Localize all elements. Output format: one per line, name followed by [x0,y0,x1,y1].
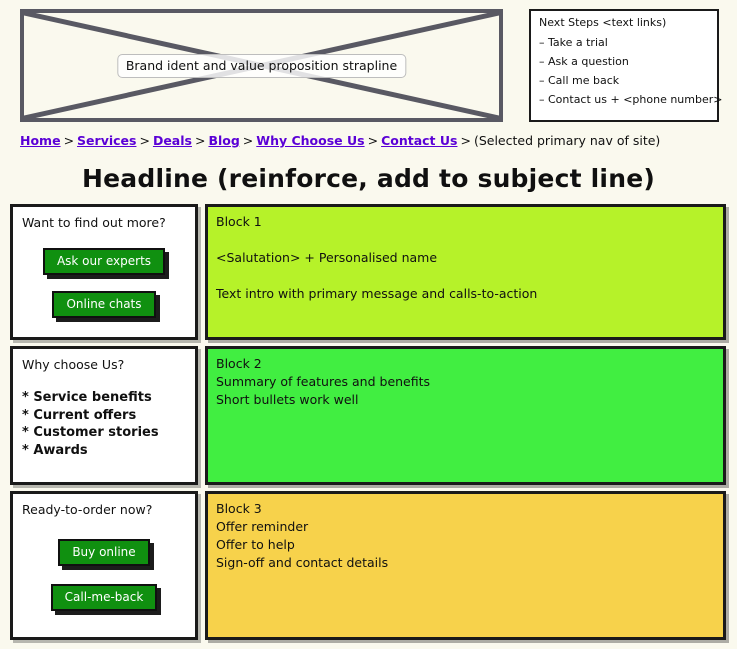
block-text: Summary of features and benefits [216,374,431,390]
block-text: Sign-off and contact details [216,555,389,571]
nav-separator: > [367,133,379,148]
brand-identity-placeholder-box: Brand ident and value proposition strapl… [20,9,503,122]
block-text: Text intro with primary message and call… [216,286,538,302]
ask-our-experts-button[interactable]: Ask our experts [42,248,166,275]
content-block-1: Block 1 <Salutation> + Personalised name… [205,204,726,340]
next-steps-title: Next Steps <text links) [539,16,667,29]
block-label: Block 2 [216,356,262,371]
left-panel-ready-to-order: Ready-to-order now? Buy online Call-me-b… [10,491,198,640]
left-panel-find-out-more: Want to find out more? Ask our experts O… [10,204,198,340]
header-region: Brand ident and value proposition strapl… [0,0,737,128]
call-me-back-button[interactable]: Call-me-back [50,584,158,611]
page-headline: Headline (reinforce, add to subject line… [82,164,655,193]
block-text: Short bullets work well [216,392,359,408]
brand-strapline: Brand ident and value proposition strapl… [116,53,407,78]
nav-link-home[interactable]: Home [20,133,61,148]
next-steps-item[interactable]: – Call me back [539,74,620,88]
next-steps-item[interactable]: – Ask a question [539,55,629,69]
nav-separator: > [460,133,471,148]
list-item: * Service benefits [22,390,152,405]
online-chats-button[interactable]: Online chats [52,291,156,318]
nav-separator: > [63,133,75,148]
list-item: * Customer stories [22,425,159,441]
nav-separator: > [139,133,150,148]
panel-title: Ready-to-order now? [22,502,153,517]
list-item: * Current offers [22,407,137,423]
benefits-list: * Service benefits * Current offers * Cu… [13,389,195,460]
nav-separator: > [194,133,206,148]
block-label: Block 3 [216,501,262,516]
primary-navigation: Home>Services>Deals>Blog>Why Choose Us>C… [20,131,720,151]
nav-link-blog[interactable]: Blog [208,133,240,148]
next-steps-list: – Take a trial – Ask a question – Call m… [539,36,723,107]
left-panel-why-choose-us: Why choose Us? * Service benefits * Curr… [10,346,198,485]
content-region: Want to find out more? Ask our experts O… [0,204,737,644]
next-steps-box: Next Steps <text links) – Take a trial –… [529,9,723,122]
content-block-2: Block 2 Summary of features and benefits… [205,346,726,485]
list-item: * Awards [22,443,88,459]
nav-link-contact-us[interactable]: Contact Us [381,133,458,148]
nav-note: (Selected primary nav of site) [473,133,661,148]
buy-online-button[interactable]: Buy online [58,539,150,566]
block-text: Offer to help [216,537,295,553]
content-block-3: Block 3 Offer reminder Offer to help Sig… [205,491,726,640]
block-label: Block 1 [216,214,262,229]
next-steps-item[interactable]: – Take a trial [539,36,608,50]
panel-title: Why choose Us? [22,357,125,372]
block-text: Offer reminder [216,519,309,535]
nav-link-deals[interactable]: Deals [152,133,192,148]
nav-link-services[interactable]: Services [77,133,137,148]
panel-title: Want to find out more? [22,215,166,230]
block-text: <Salutation> + Personalised name [216,250,438,266]
next-steps-item[interactable]: – Contact us + <phone number> [539,93,723,107]
nav-link-why-choose-us[interactable]: Why Choose Us [256,133,365,148]
nav-separator: > [242,133,254,148]
